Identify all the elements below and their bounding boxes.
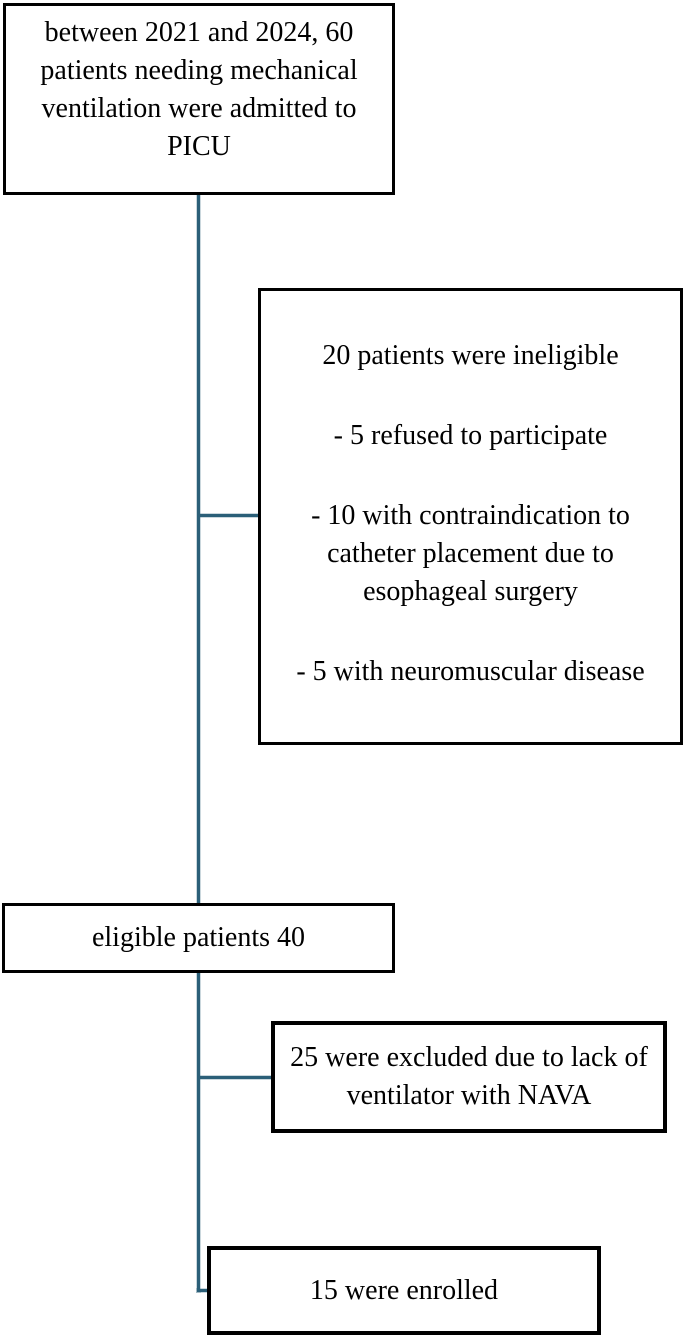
- box-ineligible-item: - 5 refused to participate: [333, 420, 608, 451]
- connector-to-excluded-box: [198, 1076, 271, 1079]
- box-eligible: eligible patients 40: [2, 903, 395, 973]
- box-admitted: between 2021 and 2024, 60 patients needi…: [3, 3, 395, 195]
- box-ineligible: 20 patients were ineligible - 5 refused …: [258, 288, 683, 745]
- box-admitted-text: between 2021 and 2024, 60 patients needi…: [40, 17, 358, 162]
- main-vertical-connector: [197, 195, 200, 1292]
- box-ineligible-item: - 10 with contraindication to catheter p…: [311, 500, 630, 607]
- box-enrolled: 15 were enrolled: [207, 1246, 601, 1335]
- box-eligible-text: eligible patients 40: [91, 922, 306, 953]
- connector-to-enrolled-box: [197, 1289, 208, 1292]
- box-ineligible-heading: 20 patients were ineligible: [322, 340, 619, 371]
- box-excluded: 25 were excluded due to lack of ventilat…: [271, 1021, 667, 1133]
- box-enrolled-text: 15 were enrolled: [309, 1274, 499, 1306]
- box-excluded-text: 25 were excluded due to lack of ventilat…: [290, 1042, 648, 1111]
- connector-to-ineligible-box: [198, 514, 258, 517]
- box-ineligible-item: - 5 with neuromuscular disease: [296, 656, 645, 687]
